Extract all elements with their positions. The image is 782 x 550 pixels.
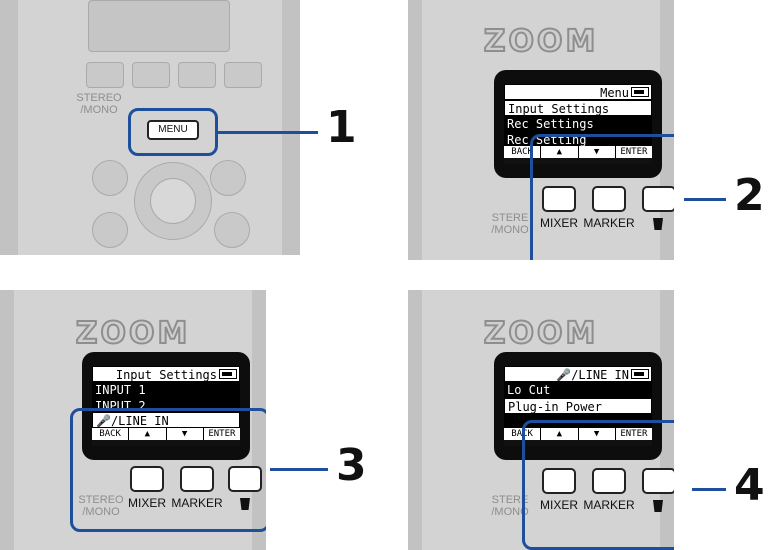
battery-icon (631, 369, 649, 379)
marker-label: MARKER (583, 216, 635, 230)
delete-button[interactable] (228, 466, 262, 492)
delete-button (224, 62, 262, 88)
menu-item-selected: Plug-in Power (504, 398, 652, 414)
softkey-down: ▼ (578, 428, 616, 440)
lcd-screen: Menu Input Settings Rec Settings Rec Set… (504, 84, 652, 164)
device-edge (282, 0, 300, 255)
screen-title: Input Settings (92, 366, 240, 382)
softkey-enter: ENTER (615, 428, 652, 440)
menu-button[interactable]: MENU (147, 120, 199, 140)
zoom-logo: ZOOM (75, 315, 191, 352)
stop-button (92, 160, 128, 196)
mixer-label: MIXER (539, 498, 578, 512)
step-number-3: 3 (336, 440, 367, 491)
stereo-mono-button (86, 62, 124, 88)
marker-label: MARKER (583, 498, 635, 512)
marker-button[interactable] (592, 468, 626, 494)
marker-button[interactable] (592, 186, 626, 212)
stereo-mono-label: STERE/MONO (491, 212, 529, 236)
mixer-label: MIXER (127, 496, 166, 510)
play-pause-button (210, 160, 246, 196)
softkey-enter: ENTER (203, 428, 240, 440)
menu-item: Lo Cut (504, 382, 652, 398)
battery-icon (631, 87, 649, 97)
stereo-mono-label: STEREO/MONO (78, 494, 124, 518)
mixer-button[interactable] (542, 186, 576, 212)
mixer-button[interactable] (130, 466, 164, 492)
softkey-enter: ENTER (615, 146, 652, 158)
battery-icon (219, 369, 237, 379)
delete-button[interactable] (642, 186, 674, 212)
highlight-box (128, 108, 218, 156)
marker-label: MARKER (171, 496, 223, 510)
trash-icon (653, 218, 663, 230)
softkey-back: BACK (92, 428, 130, 440)
highlight-box (70, 408, 266, 532)
leader-line-2 (684, 198, 726, 201)
lcd-bezel: Input Settings INPUT 1 INPUT 2 🎤/LINE IN… (82, 352, 250, 460)
mixer-button (132, 62, 170, 88)
leader-line-1 (218, 131, 318, 134)
trash-icon (653, 500, 663, 512)
softkey-down: ▼ (166, 428, 204, 440)
display-outline (88, 0, 230, 52)
step-number-1: 1 (326, 102, 357, 153)
device-edge (0, 290, 14, 550)
zoom-logo: ZOOM (483, 315, 599, 352)
lcd-screen: 🎤/LINE IN Lo Cut Plug-in Power BACK ▲ ▼ … (504, 366, 652, 446)
device-edge (408, 0, 422, 260)
step-number-2: 2 (734, 170, 765, 221)
step-number-4: 4 (734, 460, 765, 511)
softkey-up: ▲ (541, 146, 579, 158)
stereo-mono-label: STERE/MONO (491, 494, 529, 518)
softkey-down: ▼ (578, 146, 616, 158)
panel-step-3: ZOOM Input Settings INPUT 1 INPUT 2 🎤/LI… (0, 290, 266, 550)
lcd-bezel: Menu Input Settings Rec Settings Rec Set… (494, 70, 662, 178)
softkey-up: ▲ (129, 428, 167, 440)
panel-step-4: ZOOM 🎤/LINE IN Lo Cut Plug-in Power BACK… (408, 290, 674, 550)
rewind-button (92, 212, 128, 248)
softkey-up: ▲ (541, 428, 579, 440)
zoom-logo: ZOOM (483, 23, 599, 60)
trash-icon (240, 498, 250, 510)
menu-item: Input Settings (504, 100, 652, 116)
menu-item-selected: 🎤/LINE IN (92, 412, 240, 428)
record-button (150, 178, 196, 224)
menu-item: INPUT 1 (92, 382, 240, 398)
mixer-label: MIXER (539, 216, 578, 230)
menu-item-selected: Rec Settings (504, 116, 652, 132)
device-edge (408, 290, 422, 550)
stereo-mono-label: STEREO/MONO (76, 92, 122, 116)
softkey-bar: BACK ▲ ▼ ENTER (504, 146, 652, 158)
screen-title: Menu (504, 84, 652, 100)
leader-line-4 (692, 488, 726, 491)
marker-button (178, 62, 216, 88)
marker-button[interactable] (180, 466, 214, 492)
lcd-screen: Input Settings INPUT 1 INPUT 2 🎤/LINE IN… (92, 366, 240, 446)
highlight-box (530, 134, 674, 260)
forward-button (214, 212, 250, 248)
delete-button[interactable] (642, 468, 674, 494)
screen-title: 🎤/LINE IN (504, 366, 652, 382)
softkey-bar: BACK ▲ ▼ ENTER (92, 428, 240, 440)
panel-step-1: STEREO/MONO MENU (0, 0, 300, 255)
leader-line-3 (270, 468, 328, 471)
mixer-button[interactable] (542, 468, 576, 494)
panel-step-2: ZOOM Menu Input Settings Rec Settings Re… (408, 0, 674, 260)
device-edge (0, 0, 18, 255)
